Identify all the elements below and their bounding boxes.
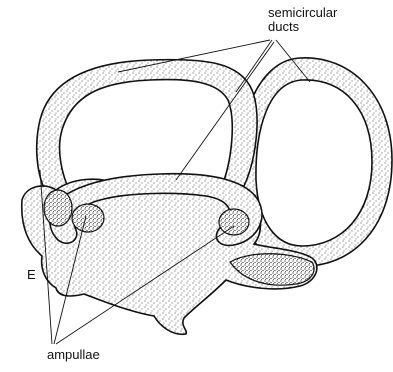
semicircular-label-line1: semicircular	[268, 6, 337, 20]
ampulla-left	[72, 204, 104, 232]
semicircular-label-line2: ducts	[268, 20, 337, 34]
ampullae-label: ampullae	[47, 348, 100, 362]
semicircular-ducts-label: semicircular ducts	[268, 6, 337, 34]
e-label: E	[27, 268, 36, 282]
ampulla-far-left	[44, 190, 72, 226]
ampulla-right	[219, 209, 249, 235]
